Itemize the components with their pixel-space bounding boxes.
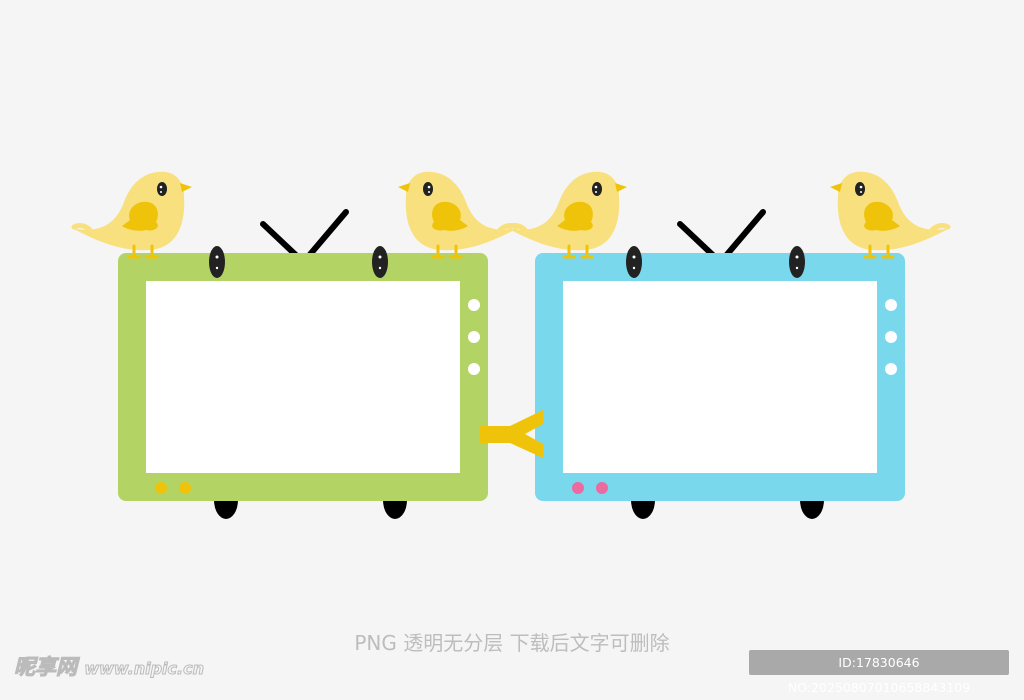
blue-tv [535, 212, 905, 519]
green-tv [118, 212, 488, 519]
green-tv-screen [146, 281, 460, 473]
bird-2 [398, 172, 518, 257]
watermark-url: www.nipic.cn [84, 659, 205, 679]
watermark-site: 昵享网 [14, 655, 78, 680]
blue-tv-screen [563, 281, 877, 473]
bird-1 [72, 172, 192, 257]
watermark-logo: 昵享网 www.nipic.cn [14, 651, 205, 681]
connector [480, 410, 543, 458]
bird-3 [507, 172, 627, 257]
caption-text: PNG 透明无分层 下载后文字可删除 [354, 631, 670, 655]
id-label: ID:17830646 NO:20250807010658843109 [749, 650, 1009, 695]
bird-4 [830, 172, 950, 257]
